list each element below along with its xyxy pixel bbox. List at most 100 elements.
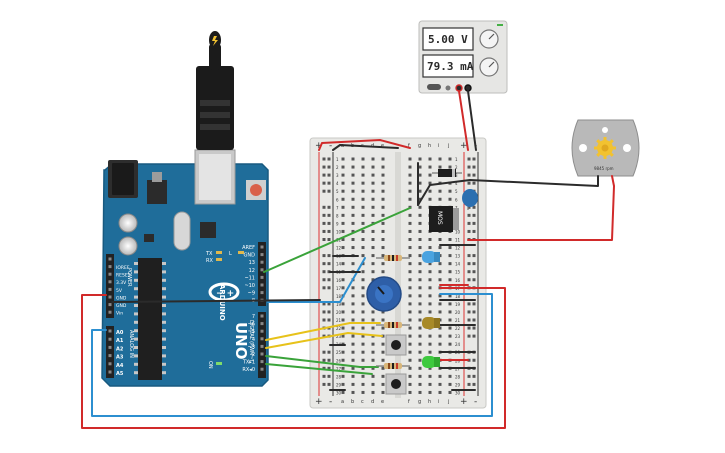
rail-hole[interactable] bbox=[472, 221, 476, 225]
breadboard-hole[interactable] bbox=[371, 246, 375, 250]
wire-psu-positive[interactable] bbox=[458, 90, 469, 151]
breadboard-hole[interactable] bbox=[341, 382, 345, 386]
breadboard-hole[interactable] bbox=[408, 366, 412, 370]
header-pin[interactable] bbox=[108, 280, 112, 284]
breadboard-hole[interactable] bbox=[438, 278, 442, 282]
breadboard-hole[interactable] bbox=[381, 374, 385, 378]
header-pin[interactable] bbox=[260, 314, 264, 318]
rail-hole[interactable] bbox=[327, 358, 331, 362]
breadboard-hole[interactable] bbox=[428, 278, 432, 282]
breadboard-hole[interactable] bbox=[381, 390, 385, 394]
breadboard-hole[interactable] bbox=[371, 238, 375, 241]
breadboard-hole[interactable] bbox=[418, 270, 422, 274]
rail-hole[interactable] bbox=[327, 374, 331, 378]
breadboard-hole[interactable] bbox=[361, 310, 365, 314]
rail-hole[interactable] bbox=[472, 270, 476, 274]
breadboard-hole[interactable] bbox=[371, 366, 375, 370]
breadboard-hole[interactable] bbox=[351, 318, 355, 322]
breadboard-hole[interactable] bbox=[371, 358, 375, 362]
power-switch[interactable] bbox=[427, 84, 441, 90]
rail-hole[interactable] bbox=[472, 181, 476, 185]
breadboard-hole[interactable] bbox=[448, 189, 452, 193]
rail-hole[interactable] bbox=[327, 173, 331, 177]
breadboard-hole[interactable] bbox=[438, 189, 442, 193]
rail-hole[interactable] bbox=[322, 286, 326, 290]
header-pin[interactable] bbox=[260, 268, 264, 272]
rail-hole[interactable] bbox=[322, 270, 326, 274]
breadboard-hole[interactable] bbox=[371, 310, 375, 314]
rail-hole[interactable] bbox=[322, 229, 326, 233]
breadboard-hole[interactable] bbox=[361, 294, 365, 298]
breadboard-hole[interactable] bbox=[438, 197, 442, 201]
breadboard-hole[interactable] bbox=[438, 334, 442, 338]
rail-hole[interactable] bbox=[467, 318, 471, 322]
rail-hole[interactable] bbox=[327, 189, 331, 193]
breadboard-hole[interactable] bbox=[371, 342, 375, 346]
header-pin[interactable] bbox=[108, 265, 112, 269]
breadboard-hole[interactable] bbox=[361, 181, 365, 185]
breadboard-hole[interactable] bbox=[408, 310, 412, 314]
wire-motor-positive[interactable] bbox=[467, 175, 615, 241]
breadboard-hole[interactable] bbox=[361, 254, 365, 258]
potentiometer[interactable] bbox=[366, 276, 402, 312]
breadboard-hole[interactable] bbox=[438, 326, 442, 330]
breadboard-hole[interactable] bbox=[351, 382, 355, 386]
breadboard-hole[interactable] bbox=[381, 229, 385, 233]
breadboard-hole[interactable] bbox=[381, 181, 385, 185]
breadboard-hole[interactable] bbox=[371, 157, 375, 161]
rail-hole[interactable] bbox=[327, 270, 331, 274]
dc-motor[interactable]: 9845 rpm bbox=[571, 119, 640, 177]
breadboard-hole[interactable] bbox=[428, 374, 432, 378]
breadboard-hole[interactable] bbox=[428, 173, 432, 177]
breadboard-hole[interactable] bbox=[351, 286, 355, 290]
breadboard-hole[interactable] bbox=[351, 262, 355, 266]
breadboard-hole[interactable] bbox=[341, 189, 345, 193]
header-pin[interactable] bbox=[260, 329, 264, 333]
breadboard-hole[interactable] bbox=[418, 286, 422, 290]
breadboard-hole[interactable] bbox=[448, 382, 452, 386]
breadboard-hole[interactable] bbox=[428, 246, 432, 250]
breadboard-hole[interactable] bbox=[408, 342, 412, 346]
breadboard-hole[interactable] bbox=[428, 366, 432, 370]
breadboard-hole[interactable] bbox=[448, 318, 452, 322]
breadboard-hole[interactable] bbox=[408, 326, 412, 330]
mosfet[interactable]: MOS bbox=[429, 206, 459, 232]
breadboard-hole[interactable] bbox=[351, 358, 355, 362]
breadboard-hole[interactable] bbox=[418, 318, 422, 322]
breadboard-hole[interactable] bbox=[361, 318, 365, 322]
resistor-2[interactable] bbox=[376, 322, 410, 328]
header-pin[interactable] bbox=[260, 322, 264, 326]
wire-pin4-yellow[interactable] bbox=[265, 332, 383, 349]
breadboard-hole[interactable] bbox=[408, 165, 412, 169]
breadboard-hole[interactable] bbox=[361, 165, 365, 169]
breadboard-hole[interactable] bbox=[438, 310, 442, 314]
breadboard-hole[interactable] bbox=[361, 197, 365, 201]
breadboard-hole[interactable] bbox=[408, 278, 412, 282]
breadboard-hole[interactable] bbox=[428, 350, 432, 354]
led-green[interactable] bbox=[422, 356, 440, 368]
breadboard-hole[interactable] bbox=[418, 238, 422, 241]
header-pin[interactable] bbox=[260, 352, 264, 356]
rail-hole[interactable] bbox=[472, 254, 476, 258]
breadboard-hole[interactable] bbox=[381, 213, 385, 217]
header-pin[interactable] bbox=[108, 370, 112, 374]
breadboard-hole[interactable] bbox=[351, 310, 355, 314]
breadboard-hole[interactable] bbox=[448, 374, 452, 378]
breadboard-hole[interactable] bbox=[361, 366, 365, 370]
breadboard-hole[interactable] bbox=[418, 189, 422, 193]
breadboard-hole[interactable] bbox=[428, 390, 432, 394]
wire-pin2-green[interactable] bbox=[265, 363, 373, 375]
breadboard-hole[interactable] bbox=[381, 173, 385, 177]
breadboard-hole[interactable] bbox=[418, 213, 422, 217]
rail-hole[interactable] bbox=[467, 181, 471, 185]
breadboard-hole[interactable] bbox=[438, 374, 442, 378]
breadboard-hole[interactable] bbox=[351, 342, 355, 346]
breadboard-hole[interactable] bbox=[448, 294, 452, 298]
header-pin[interactable] bbox=[260, 283, 264, 287]
rail-hole[interactable] bbox=[322, 221, 326, 225]
breadboard-hole[interactable] bbox=[418, 229, 422, 233]
header-pin[interactable] bbox=[108, 257, 112, 261]
breadboard-hole[interactable] bbox=[418, 326, 422, 330]
breadboard-hole[interactable] bbox=[361, 189, 365, 193]
breadboard-hole[interactable] bbox=[381, 238, 385, 241]
